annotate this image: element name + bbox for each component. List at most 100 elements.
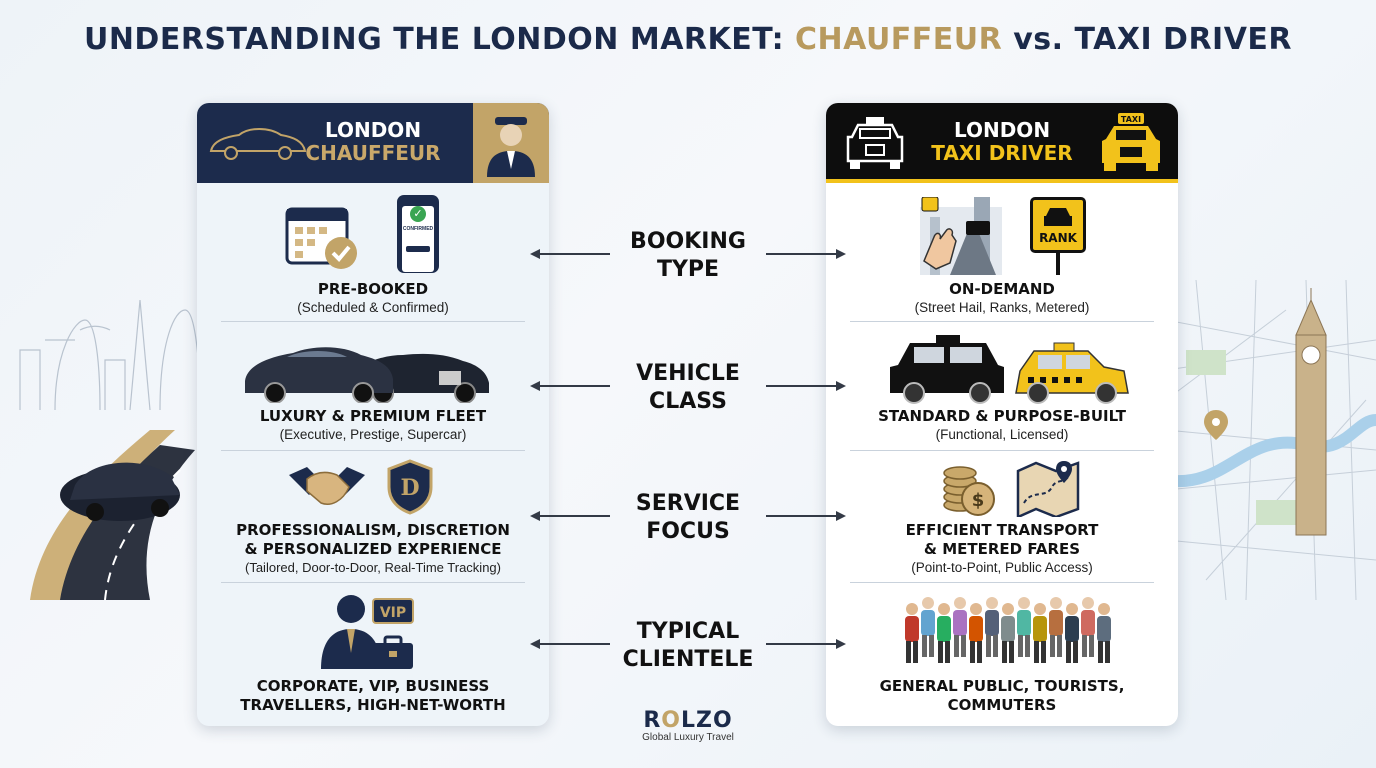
coins-icon: $ — [943, 466, 995, 516]
comparison-label-line1: TYPICAL — [636, 619, 740, 644]
vip-businessman-icon: VIP — [321, 595, 414, 669]
title-part2: CHAUFFEUR — [795, 22, 1003, 57]
left-arrow-icon — [530, 511, 610, 521]
section-title: ON-DEMAND — [949, 280, 1055, 298]
crowd-people-icon — [905, 597, 1111, 663]
section-title: STANDARD & PURPOSE-BUILT — [878, 407, 1126, 425]
chauffeur-card: LONDON CHAUFFEUR ✓ CONFIRMED — [197, 103, 549, 726]
comparison-label: VEHICLE CLASS — [608, 360, 768, 416]
heading-line2: CHAUFFEUR — [305, 141, 441, 165]
title-part3: vs. TAXI DRIVER — [1002, 22, 1293, 57]
taxi-sign-text: TAXI — [1121, 115, 1141, 124]
rank-sign-icon: RANK — [1030, 197, 1086, 279]
comparison-label: SERVICE FOCUS — [608, 490, 768, 546]
divider — [221, 321, 525, 322]
section-standard-fleet: STANDARD & PURPOSE-BUILT (Functional, Li… — [826, 407, 1178, 444]
calendar-check-icon — [285, 207, 357, 269]
section-subtitle: (Scheduled & Confirmed) — [297, 300, 449, 315]
section-title-line2: & METERED FARES — [923, 540, 1081, 558]
page-title: UNDERSTANDING THE LONDON MARKET: CHAUFFE… — [0, 22, 1376, 57]
section-title: PRE-BOOKED — [317, 280, 429, 298]
coin-symbol: $ — [972, 490, 985, 511]
comparison-label-line2: CLASS — [649, 389, 727, 414]
shield-icon: D — [387, 459, 433, 515]
confirmed-label: CONFIRMED — [402, 226, 434, 232]
chauffeur-badge-box — [473, 103, 549, 183]
right-arrow-icon — [766, 249, 846, 259]
yellow-taxi-icon: TAXI — [1102, 113, 1160, 171]
comparison-label-line1: BOOKING — [630, 229, 746, 254]
phone-confirmed-icon: ✓ CONFIRMED — [397, 195, 439, 273]
section-subtitle: (Street Hail, Ranks, Metered) — [914, 300, 1090, 315]
divider — [850, 582, 1154, 583]
section-subtitle: (Functional, Licensed) — [935, 427, 1069, 442]
divider — [850, 321, 1154, 322]
section-title-line1: GENERAL PUBLIC, TOURISTS, — [879, 677, 1125, 695]
section-general-public: GENERAL PUBLIC, TOURISTS, COMMUTERS — [826, 677, 1178, 715]
logo-r: R — [643, 708, 662, 733]
comparison-label: BOOKING TYPE — [608, 228, 768, 284]
logo-tagline: Global Luxury Travel — [642, 732, 734, 743]
section-title-line2: & PERSONALIZED EXPERIENCE — [244, 540, 502, 558]
chauffeur-card-header: LONDON CHAUFFEUR — [197, 103, 549, 183]
section-title-line1: EFFICIENT TRANSPORT — [905, 521, 1099, 539]
taxi-card-heading: LONDON TAXI DRIVER — [826, 119, 1178, 165]
london-map-illustration — [1166, 280, 1376, 600]
chauffeur-card-heading: LONDON CHAUFFEUR — [197, 119, 549, 165]
section-subtitle: (Tailored, Door-to-Door, Real-Time Track… — [245, 560, 501, 575]
section-efficient-transport: EFFICIENT TRANSPORT & METERED FARES (Poi… — [826, 521, 1178, 577]
comparison-label-line1: VEHICLE — [636, 361, 740, 386]
route-map-icon — [1016, 461, 1080, 517]
big-ben-icon — [1295, 288, 1327, 536]
section-prebooked: PRE-BOOKED (Scheduled & Confirmed) — [197, 280, 549, 317]
comparison-label-line2: CLIENTELE — [622, 647, 754, 672]
section-subtitle: (Executive, Prestige, Supercar) — [279, 427, 467, 442]
comparison-label-line1: SERVICE — [635, 491, 741, 516]
right-arrow-icon — [766, 639, 846, 649]
section-on-demand: ON-DEMAND (Street Hail, Ranks, Metered) — [826, 280, 1178, 317]
comparison-label: TYPICAL CLIENTELE — [608, 618, 768, 674]
comparison-label-line2: TYPE — [656, 257, 720, 282]
taxi-card: LONDON TAXI DRIVER TAXI RANK — [826, 103, 1178, 726]
rolzo-logo: ROLZO Global Luxury Travel — [600, 708, 776, 743]
section-luxury-fleet: LUXURY & PREMIUM FLEET (Executive, Prest… — [197, 407, 549, 444]
right-arrow-icon — [766, 381, 846, 391]
divider — [221, 582, 525, 583]
luxury-sedan-icon — [60, 462, 180, 521]
section-title-line2: TRAVELLERS, HIGH-NET-WORTH — [240, 696, 506, 714]
left-arrow-icon — [530, 249, 610, 259]
section-title-line2: COMMUTERS — [947, 696, 1057, 714]
right-arrow-icon — [766, 511, 846, 521]
heading-line1: LONDON — [324, 118, 422, 142]
left-arrow-icon — [530, 639, 610, 649]
handshake-icon — [289, 467, 365, 505]
title-part1: UNDERSTANDING THE LONDON MARKET: — [83, 22, 796, 57]
section-title: LUXURY & PREMIUM FLEET — [259, 407, 487, 425]
heading-line2: TAXI DRIVER — [931, 141, 1073, 165]
sedan-outline-icon — [209, 128, 307, 160]
black-cab-icon — [846, 117, 904, 169]
logo-o: O — [661, 708, 681, 733]
comparison-label-line2: FOCUS — [646, 519, 730, 544]
taxi-card-header: LONDON TAXI DRIVER TAXI — [826, 103, 1178, 183]
divider — [221, 450, 525, 451]
heading-line1: LONDON — [953, 118, 1051, 142]
taxi-cabs-icon — [890, 335, 1129, 404]
section-title-line1: CORPORATE, VIP, BUSINESS — [256, 677, 490, 695]
section-subtitle: (Point-to-Point, Public Access) — [911, 560, 1093, 575]
luxury-cars-icon — [245, 347, 489, 403]
section-title-line1: PROFESSIONALISM, DISCRETION — [236, 521, 510, 539]
shield-letter: D — [400, 475, 419, 501]
logo-wordmark: ROLZO — [600, 708, 776, 733]
street-hail-icon — [920, 197, 1002, 275]
london-skyline-illustration — [19, 299, 201, 600]
map-pin-icon — [1204, 410, 1228, 440]
left-arrow-icon — [530, 381, 610, 391]
logo-lzo: LZO — [680, 708, 733, 733]
chauffeur-person-icon — [487, 117, 535, 177]
divider — [850, 450, 1154, 451]
section-service: PROFESSIONALISM, DISCRETION & PERSONALIZ… — [197, 521, 549, 577]
rank-label: RANK — [1039, 231, 1077, 245]
vip-badge-text: VIP — [380, 605, 406, 621]
section-clientele: CORPORATE, VIP, BUSINESS TRAVELLERS, HIG… — [197, 677, 549, 715]
